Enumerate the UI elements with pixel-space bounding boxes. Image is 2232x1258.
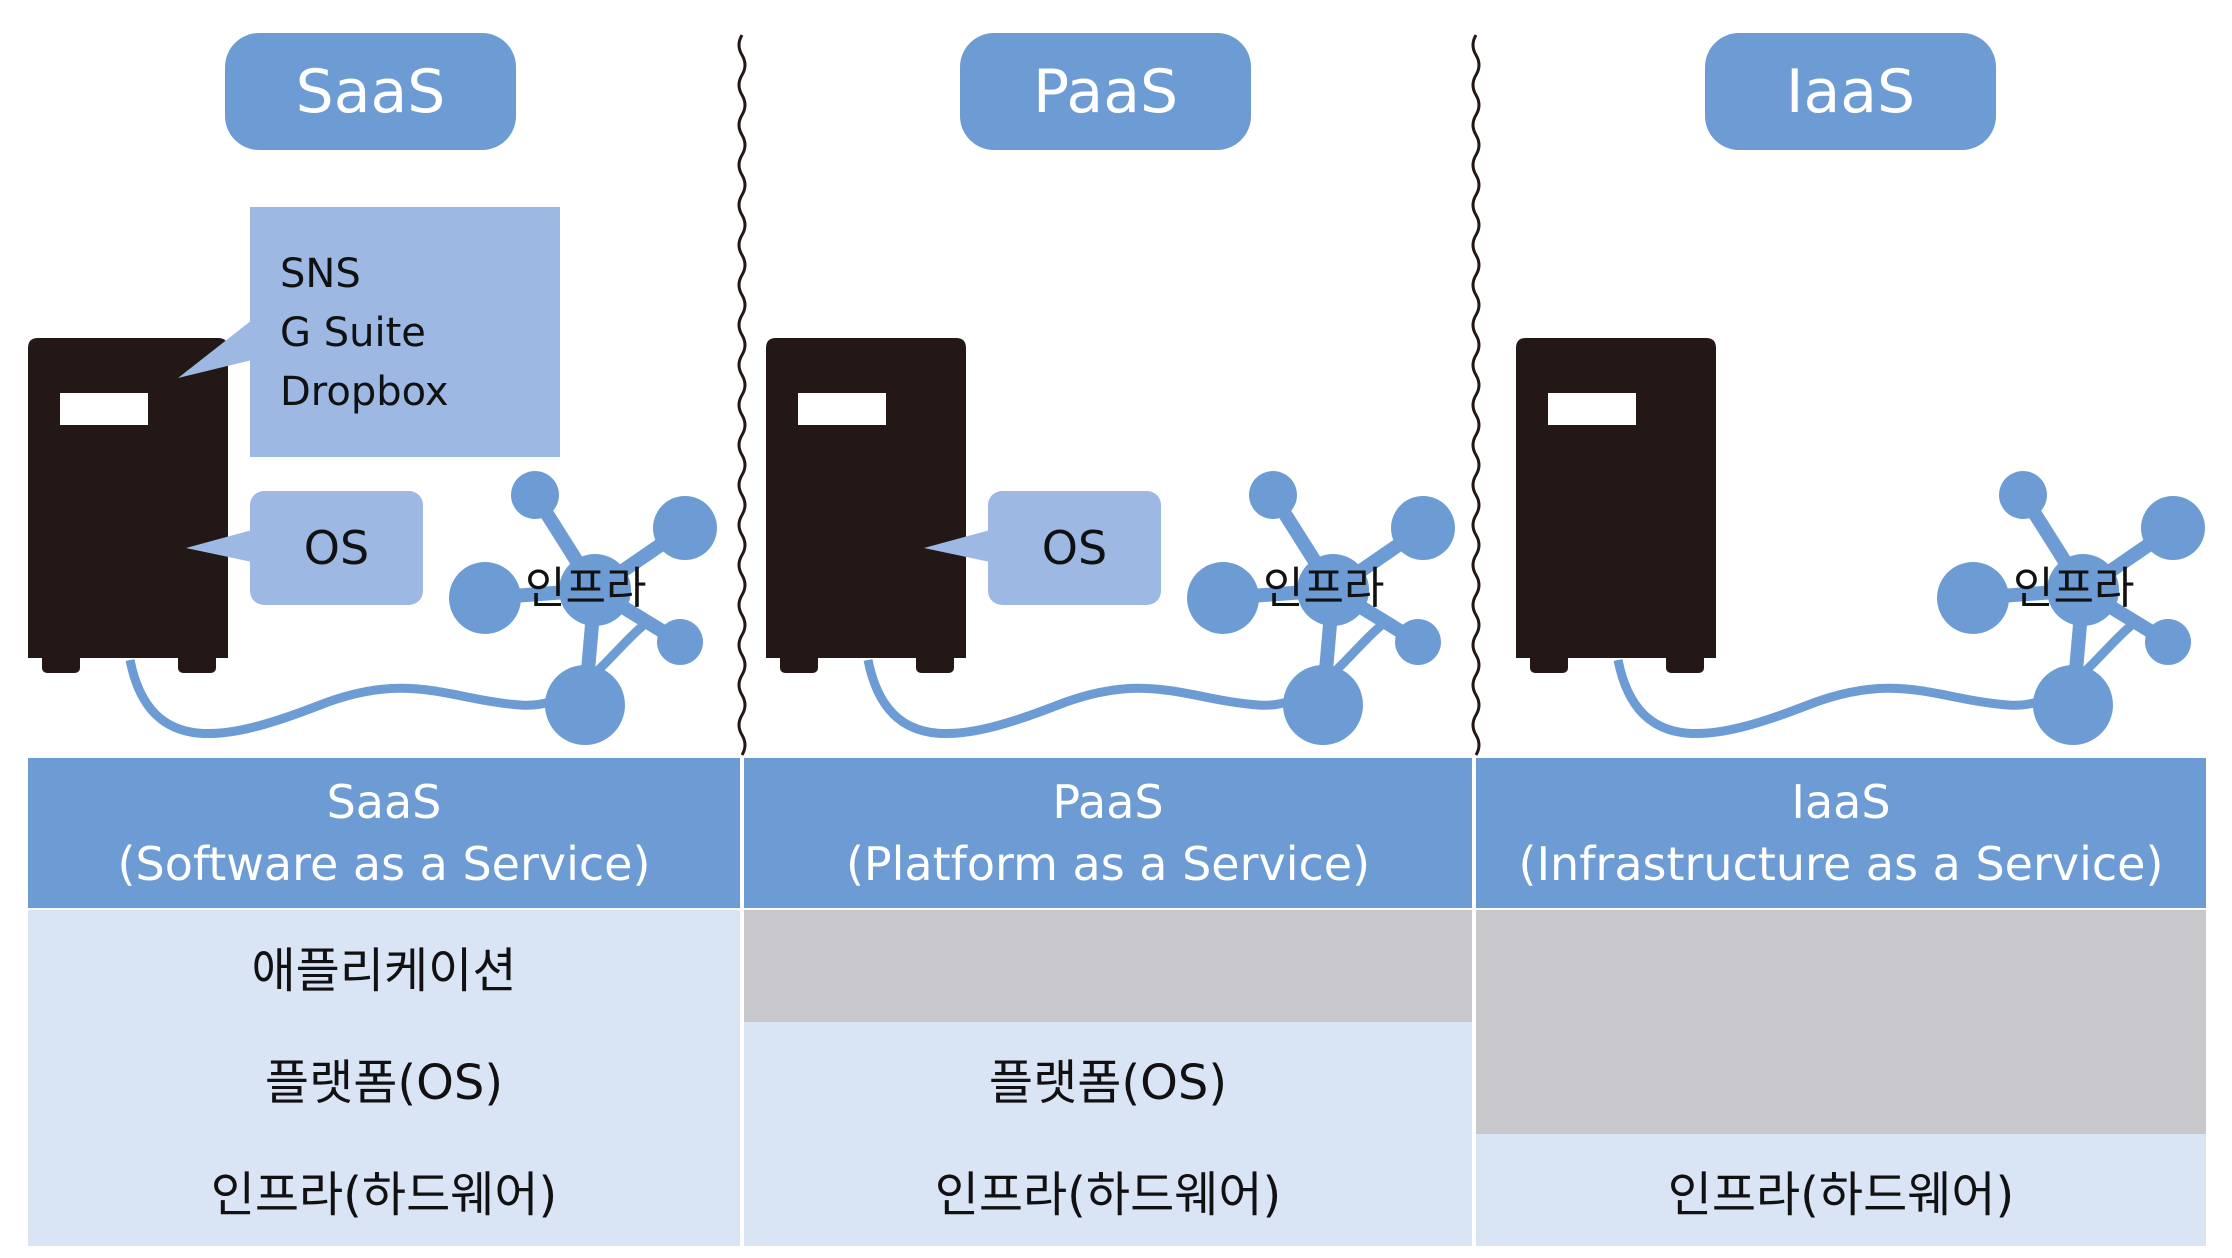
band-title: IaaS [1791, 775, 1891, 829]
iaas-infra-label: 인프라 [2013, 563, 2135, 614]
band-subtitle: (Platform as a Service) [845, 837, 1371, 891]
band-subtitle: (Infrastructure as a Service) [1518, 837, 2164, 891]
server-icon [1516, 338, 1716, 673]
saas-infra-label: 인프라 [525, 563, 647, 614]
app-item: SNS [280, 251, 361, 297]
band-title: PaaS [1052, 775, 1164, 829]
layer-infrastructure: 인프라(하드웨어) [1476, 1134, 2206, 1246]
saas-os-bubble: OS [250, 491, 423, 605]
layer-empty [1476, 910, 2206, 1134]
paas-infra-label: 인프라 [1263, 563, 1385, 614]
layer-empty [744, 910, 1472, 1022]
paas-os-bubble: OS [988, 491, 1161, 605]
app-item: Dropbox [280, 369, 449, 415]
layer-infrastructure: 인프라(하드웨어) [28, 1134, 740, 1246]
server-icon [28, 338, 228, 673]
paas-title-pill: PaaS [960, 33, 1251, 150]
column-divider [1471, 34, 1481, 756]
layer-infrastructure: 인프라(하드웨어) [744, 1134, 1472, 1246]
saas-title-pill: SaaS [225, 33, 516, 150]
band-title: SaaS [326, 775, 442, 829]
saas-band: SaaS (Software as a Service) [28, 758, 740, 908]
bubble-tail [186, 530, 252, 562]
layer-platform: 플랫폼(OS) [744, 1022, 1472, 1134]
saas-apps-bubble: SNS G Suite Dropbox [250, 207, 560, 457]
server-icon [766, 338, 966, 673]
bubble-tail [178, 320, 252, 378]
iaas-band: IaaS (Infrastructure as a Service) [1476, 758, 2206, 908]
band-subtitle: (Software as a Service) [117, 837, 651, 891]
column-divider [737, 34, 747, 756]
layer-application: 애플리케이션 [28, 910, 740, 1022]
app-item: G Suite [280, 310, 426, 356]
bubble-tail [924, 530, 990, 562]
paas-band: PaaS (Platform as a Service) [744, 758, 1472, 908]
layer-platform: 플랫폼(OS) [28, 1022, 740, 1134]
iaas-title-pill: IaaS [1705, 33, 1996, 150]
